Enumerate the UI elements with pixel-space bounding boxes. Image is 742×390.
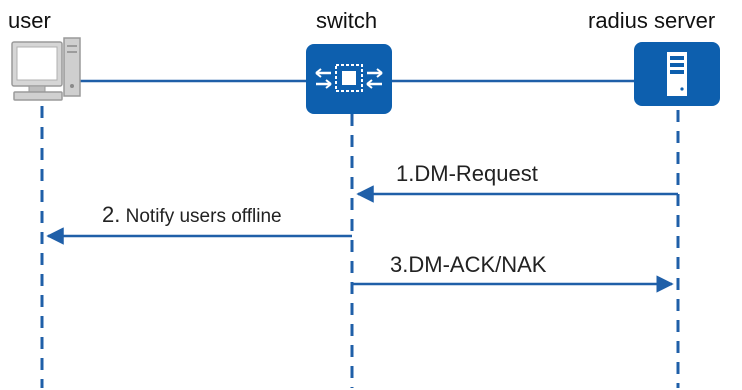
message-step-3: 3.: [390, 252, 409, 277]
message-text-2: Notify users offline: [125, 206, 282, 227]
message-label-3: 3.DM-ACK/NAK: [390, 252, 546, 278]
message-label-1: 1.DM-Request: [396, 161, 538, 187]
desktop-computer-icon: [11, 37, 81, 101]
message-text-1: DM-Request: [414, 161, 538, 186]
server-tower-icon: [634, 42, 720, 106]
actor-label-switch: switch: [316, 8, 378, 33]
message-step-1: 1.: [396, 161, 415, 186]
network-switch-icon: [306, 44, 392, 114]
actor-label-server: radius server: [588, 8, 716, 33]
actor-label-user: user: [8, 8, 51, 33]
message-step-2: 2.: [102, 202, 121, 227]
message-label-2: 2. Notify users offline: [102, 202, 282, 228]
message-text-3: DM-ACK/NAK: [408, 252, 547, 277]
